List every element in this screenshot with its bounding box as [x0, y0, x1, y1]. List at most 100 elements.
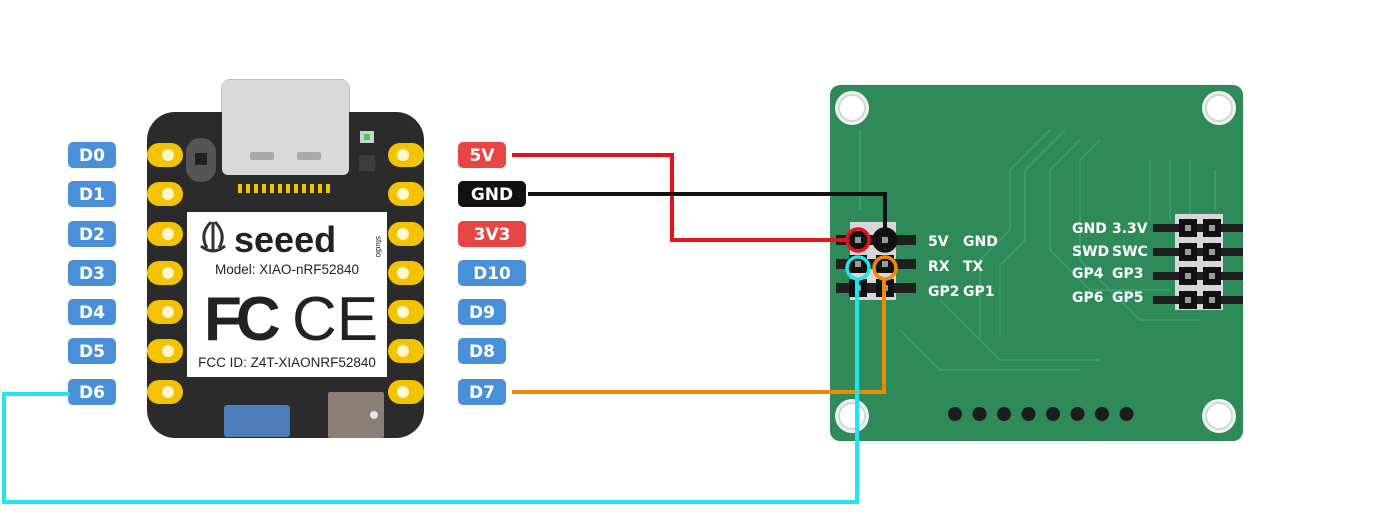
header-pin-tip [1185, 249, 1191, 255]
highlight-gnd [872, 227, 898, 253]
usb-pin [294, 184, 298, 193]
brand-sub-text: studio [374, 236, 383, 258]
usb-pin [246, 184, 250, 193]
pin-label-d8: D8 [458, 338, 506, 364]
header-row [1153, 224, 1243, 232]
pin-label-text: D7 [469, 383, 495, 403]
pin-label-d6: D6 [68, 379, 116, 405]
pin-label-bg [68, 260, 116, 286]
right-pad-hole [397, 306, 409, 318]
pin-label-d7: D7 [458, 379, 506, 405]
pin-label-bg [458, 142, 506, 168]
usb-pin [262, 184, 266, 193]
bottom-pad [1095, 407, 1109, 421]
pin-label-d2: D2 [68, 221, 116, 247]
pin-label-text: D0 [79, 146, 105, 166]
pin-label-bg [68, 221, 116, 247]
header-label: 3.3V [1112, 221, 1148, 237]
usb-pin [278, 184, 282, 193]
left-pads [147, 143, 183, 404]
pin-label-text: D3 [79, 264, 105, 284]
usb-pin [318, 184, 322, 193]
mounting-holes [835, 91, 1236, 433]
pin-label-bg [458, 260, 526, 286]
usb-pin [286, 184, 290, 193]
pin-label-bg [68, 142, 116, 168]
component-marker [370, 411, 378, 419]
pin-label-bg [458, 221, 526, 247]
usb-pin [310, 184, 314, 193]
bottom-pad-row [948, 407, 1134, 421]
pin-label-d1: D1 [68, 181, 116, 207]
bottom-component [328, 392, 384, 438]
pin-label-text: 5V [470, 146, 496, 166]
wire-gnd [528, 192, 887, 233]
bottom-pad [1070, 407, 1085, 421]
pin-label-text: D2 [79, 225, 105, 245]
bottom-pad [1119, 407, 1134, 421]
header-pin-tip [1209, 297, 1215, 303]
header-pin-tip [1209, 249, 1215, 255]
pin-label-bg [458, 338, 506, 364]
header-pin-tip [855, 237, 861, 243]
pin-label-bg [458, 181, 526, 207]
usb-pin [238, 184, 242, 193]
right-pad-hole [397, 267, 409, 279]
usb-gold-pins [238, 184, 330, 193]
header-label: GP1 [963, 284, 995, 300]
left-pad-hole [162, 228, 174, 240]
pin-label-bg [458, 299, 506, 325]
pin-label-d9: D9 [458, 299, 506, 325]
brand-text: seeed [234, 219, 336, 260]
right-pad-hole [397, 228, 409, 240]
right-pad-hole [397, 149, 409, 161]
pcb-traces [859, 129, 1216, 371]
model-text: Model: XIAO-nRF52840 [215, 262, 359, 277]
header-label: TX [963, 259, 984, 275]
header-pin-tip [882, 237, 888, 243]
header-pin-tip [1185, 297, 1191, 303]
header-label: GP5 [1112, 290, 1144, 306]
header-label: GND [963, 234, 998, 250]
pin-label-d5: D5 [68, 338, 116, 364]
header-row [1153, 272, 1243, 280]
header-label: SWC [1112, 244, 1148, 260]
header-pin-tip [1185, 225, 1191, 231]
header-label: GP6 [1072, 290, 1104, 306]
usb-pin-b [297, 152, 321, 160]
wire-rx [2, 280, 859, 504]
pin-label-text: D10 [473, 264, 511, 284]
pin-label-d3: D3 [68, 260, 116, 286]
xiao-board: seeed studio Model: XIAO-nRF52840 FC CE … [147, 79, 424, 438]
right-pad-hole [397, 188, 409, 200]
led-icon [364, 134, 370, 140]
ce-logo: CE [292, 285, 378, 354]
pin-label-5v: 5V [458, 142, 506, 168]
wire-5v [512, 153, 848, 242]
pin-label-d0: D0 [68, 142, 116, 168]
pin-label-bg [68, 181, 116, 207]
header-row [1153, 296, 1243, 304]
left-pad-hole [162, 267, 174, 279]
bottom-pad [1021, 407, 1036, 421]
pin-label-text: D8 [469, 342, 495, 362]
bottom-pad [997, 407, 1011, 421]
pin-label-text: 3V3 [474, 225, 511, 245]
pin-label-text: GND [471, 185, 513, 205]
left-pad-hole [162, 149, 174, 161]
bottom-pad [948, 407, 962, 421]
header-label: SWD [1072, 244, 1109, 260]
pin-highlights [845, 227, 898, 281]
pin-label-text: D1 [79, 185, 105, 205]
module-pcb [830, 85, 1243, 441]
pin-label-d4: D4 [68, 299, 116, 325]
chip-small [359, 155, 375, 171]
pin-label-bg [458, 379, 506, 405]
header-label: GP4 [1072, 266, 1104, 282]
fcc-id-text: FCC ID: Z4T-XIAONRF52840 [198, 355, 376, 370]
pin-label-bg [68, 338, 116, 364]
usb-pin [270, 184, 274, 193]
